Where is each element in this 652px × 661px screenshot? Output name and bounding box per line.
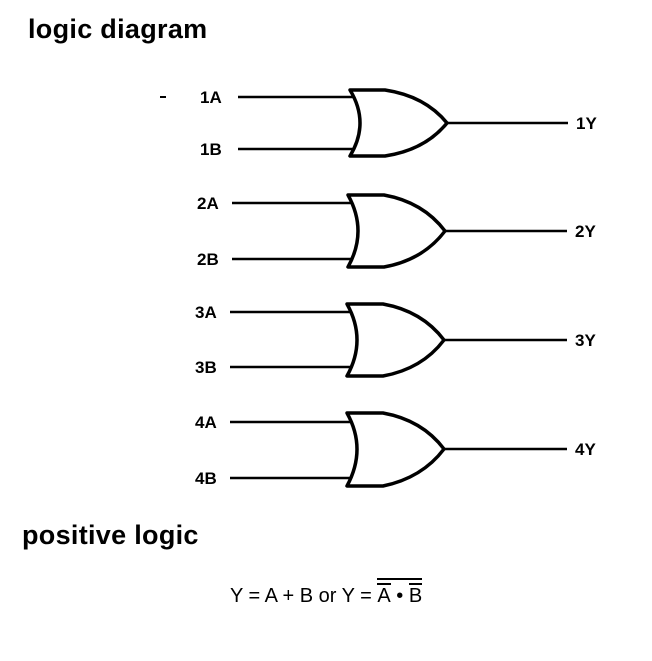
or-gate-4-symbol (345, 411, 446, 488)
equation-negated-product: A • B (377, 578, 423, 608)
diagram-title: logic diagram (28, 14, 208, 44)
label-2a: 2A (197, 194, 219, 213)
label-1a: 1A (200, 88, 222, 107)
label-2b: 2B (197, 250, 219, 269)
label-1b: 1B (200, 140, 222, 159)
label-2y: 2Y (575, 222, 596, 241)
equation-a-bar: A (377, 583, 391, 607)
or-gate-2: 2A 2B 2Y (197, 193, 596, 269)
label-4a: 4A (195, 413, 217, 432)
label-4y: 4Y (575, 440, 596, 459)
or-gate-3: 3A 3B 3Y (195, 302, 596, 378)
or-gate-1-symbol (348, 88, 449, 158)
label-1y: 1Y (576, 114, 597, 133)
label-3b: 3B (195, 358, 217, 377)
or-gate-2-symbol (346, 193, 447, 269)
label-3y: 3Y (575, 331, 596, 350)
or-gate-1: 1A 1B 1Y (200, 88, 597, 159)
label-3a: 3A (195, 303, 217, 322)
equation-dot: • (396, 585, 404, 607)
label-4b: 4B (195, 469, 217, 488)
or-gate-3-symbol (345, 302, 446, 378)
equation-b-bar: B (408, 583, 423, 607)
or-gate-4: 4A 4B 4Y (195, 411, 596, 488)
equation: Y = A + B or Y = A • B (230, 578, 423, 608)
section-title: positive logic (22, 520, 199, 550)
equation-lhs: Y = A + B or Y = (230, 585, 372, 607)
